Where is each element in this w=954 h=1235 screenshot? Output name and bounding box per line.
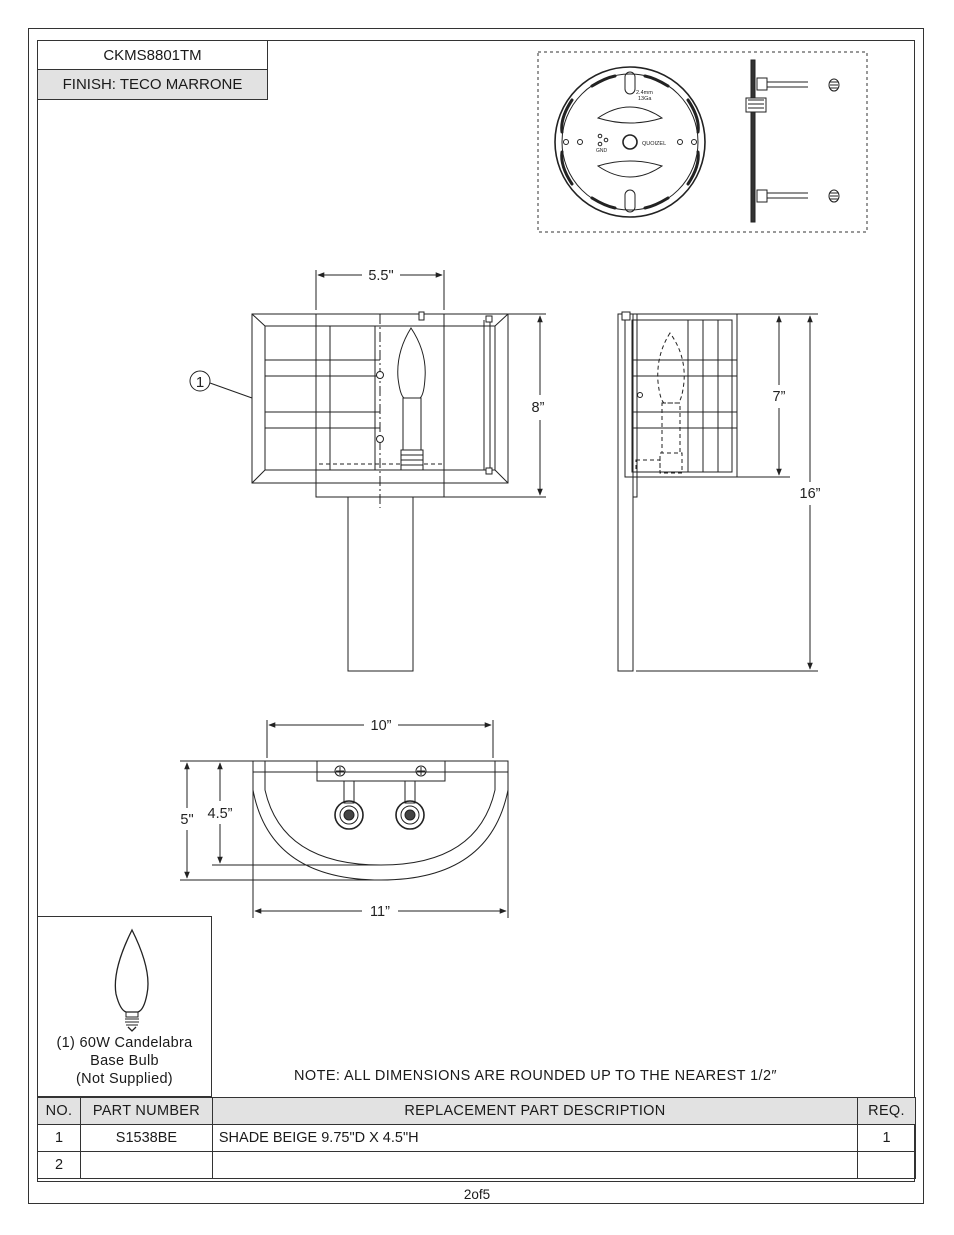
dim-side-total-height bbox=[636, 313, 818, 672]
parts-table: NO. PART NUMBER REPLACEMENT PART DESCRIP… bbox=[37, 1097, 916, 1179]
row-part-number bbox=[79, 1151, 213, 1179]
table-row: 1 S1538BE SHADE BEIGE 9.75"D X 4.5"H 1 bbox=[37, 1124, 916, 1152]
plate-gauge-line2: 13Ga bbox=[638, 96, 652, 102]
bulb-caption-line1: (1) 60W Candelabra bbox=[56, 1035, 193, 1051]
plate-gauge-line1: 2.4mm bbox=[636, 90, 653, 96]
header-req: REQ. bbox=[857, 1097, 916, 1125]
parts-table-header: NO. PART NUMBER REPLACEMENT PART DESCRIP… bbox=[37, 1097, 916, 1125]
callout-leader bbox=[189, 370, 253, 399]
bulb-caption: (1) 60W Candelabra Base Bulb (Not Suppli… bbox=[37, 1034, 212, 1088]
row-no: 2 bbox=[37, 1151, 81, 1179]
table-row: 2 bbox=[37, 1151, 916, 1179]
row-description bbox=[211, 1151, 859, 1179]
row-part-number: S1538BE bbox=[79, 1124, 213, 1152]
dim-top-depth-outer-label: 5" bbox=[180, 812, 193, 828]
dim-front-height bbox=[444, 313, 546, 498]
row-req bbox=[857, 1151, 916, 1179]
page-number: 2of5 bbox=[463, 1187, 491, 1202]
plate-brand: QUOIZEL bbox=[642, 141, 666, 147]
bulb-caption-line3: (Not Supplied) bbox=[76, 1071, 173, 1087]
header-no: NO. bbox=[37, 1097, 81, 1125]
dim-front-width-label: 5.5" bbox=[368, 268, 393, 284]
candelabra-bulb-icon bbox=[114, 928, 149, 1032]
dim-front-width bbox=[315, 270, 445, 310]
screw-nut-top bbox=[828, 78, 840, 92]
dim-top-total-width bbox=[252, 790, 509, 918]
side-view bbox=[617, 311, 738, 672]
row-description: SHADE BEIGE 9.75"D X 4.5"H bbox=[211, 1124, 859, 1152]
row-req: 1 bbox=[857, 1124, 916, 1152]
callout-number: 1 bbox=[196, 374, 204, 391]
page-border-outer bbox=[28, 28, 924, 1204]
dim-top-total-width-label: 11” bbox=[370, 904, 390, 920]
header-part-number: PART NUMBER bbox=[79, 1097, 213, 1125]
dim-top-depth-outer bbox=[180, 760, 381, 881]
dim-front-height-label: 8” bbox=[532, 400, 545, 416]
title-block: CKMS8801TM FINISH: TECO MARRONE bbox=[37, 40, 268, 100]
finish-label: FINISH: TECO MARRONE bbox=[37, 70, 268, 100]
dim-top-width-label: 10” bbox=[371, 718, 392, 734]
crossbar-plate bbox=[554, 66, 706, 218]
bulb-info-box bbox=[37, 916, 212, 1097]
dim-side-total-height-label: 16” bbox=[800, 486, 821, 502]
front-view bbox=[251, 311, 509, 672]
dim-top-width bbox=[266, 720, 494, 758]
dim-top-depth-inner-label: 4.5” bbox=[208, 806, 233, 822]
dim-side-shade-height-label: 7” bbox=[773, 389, 786, 405]
top-view bbox=[252, 760, 509, 881]
plate-side-view bbox=[745, 59, 808, 223]
mounting-plate-detail: 2.4mm 13Ga GND QUOIZEL bbox=[537, 51, 868, 233]
header-description: REPLACEMENT PART DESCRIPTION bbox=[211, 1097, 859, 1125]
row-no: 1 bbox=[37, 1124, 81, 1152]
plate-ground-label: GND bbox=[596, 148, 608, 154]
screw-nut-bottom bbox=[828, 189, 840, 203]
dim-top-depth-inner bbox=[212, 762, 381, 866]
model-number: CKMS8801TM bbox=[37, 40, 268, 70]
page-border-inner bbox=[37, 40, 915, 1182]
dimensions-note: NOTE: ALL DIMENSIONS ARE ROUNDED UP TO T… bbox=[294, 1068, 777, 1084]
dim-side-shade-height bbox=[737, 313, 790, 478]
bulb-caption-line2: Base Bulb bbox=[90, 1053, 159, 1069]
